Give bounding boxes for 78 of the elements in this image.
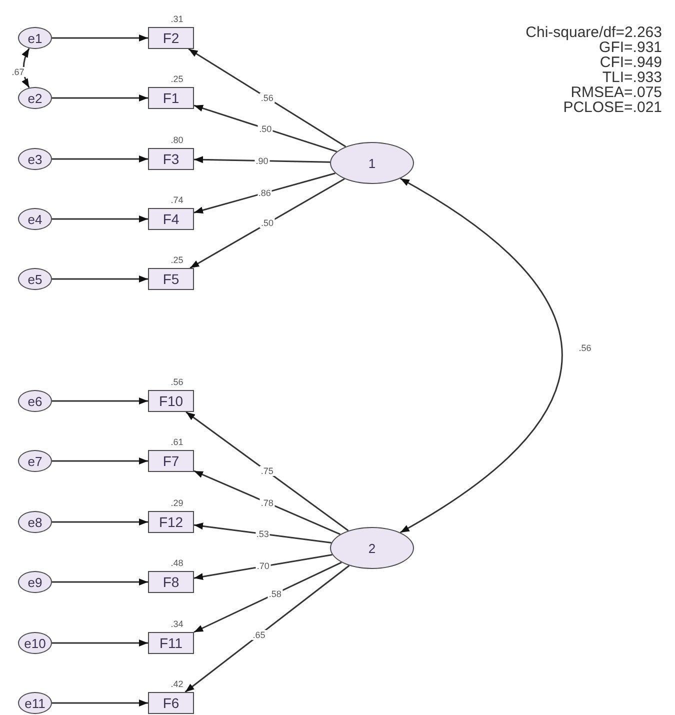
arrow xyxy=(188,48,346,148)
arrow xyxy=(194,172,336,214)
arrow xyxy=(52,276,148,282)
error-term-circle: e4 xyxy=(18,208,52,230)
observed-variable-box: F12 xyxy=(148,511,194,533)
error-term-circle: e8 xyxy=(18,511,52,533)
r-squared-value: .29 xyxy=(170,498,184,508)
fit-statistic: TLI=.933 xyxy=(602,70,662,85)
fit-statistic: GFI=.931 xyxy=(599,40,662,55)
edge-label: .90 xyxy=(254,156,270,166)
edge-label: .86 xyxy=(257,188,272,198)
fit-statistic: RMSEA=.075 xyxy=(570,85,662,100)
edge-label: .56 xyxy=(260,92,274,103)
arrow xyxy=(400,178,563,534)
edge-label: .75 xyxy=(260,466,274,476)
observed-variable-box: F8 xyxy=(148,571,194,593)
arrow xyxy=(190,178,345,269)
edge-label: .78 xyxy=(260,498,274,508)
edge-label: .50 xyxy=(258,124,273,134)
observed-variable-box: F4 xyxy=(148,208,194,230)
arrow xyxy=(52,700,148,706)
arrow xyxy=(52,156,148,162)
r-squared-value: .61 xyxy=(170,437,184,447)
arrow xyxy=(52,398,148,404)
r-squared-value: .25 xyxy=(170,255,184,265)
error-term-circle: e11 xyxy=(18,692,52,714)
arrow xyxy=(194,104,337,152)
arrow xyxy=(22,48,30,88)
error-term-circle: e6 xyxy=(18,390,52,412)
observed-variable-box: F3 xyxy=(148,148,194,170)
arrow xyxy=(52,640,148,646)
observed-variable-box: F1 xyxy=(148,87,194,109)
error-term-circle: e5 xyxy=(18,268,52,290)
arrow xyxy=(52,94,148,102)
arrow xyxy=(194,470,341,535)
arrow xyxy=(52,216,148,222)
r-squared-value: .25 xyxy=(170,74,184,84)
arrow xyxy=(184,565,350,693)
observed-variable-box: F11 xyxy=(148,632,194,654)
edge-label: .67 xyxy=(10,67,26,77)
observed-variable-box: F6 xyxy=(148,692,194,714)
edge-label: .70 xyxy=(256,561,270,572)
observed-variable-box: F7 xyxy=(148,450,194,472)
observed-variable-box: F5 xyxy=(148,268,194,290)
error-term-circle: e1 xyxy=(18,27,52,49)
fit-statistic: Chi-square/df=2.263 xyxy=(526,25,662,40)
arrow xyxy=(194,562,342,633)
latent-factor-ellipse: 1 xyxy=(330,142,414,184)
observed-variable-box: F2 xyxy=(148,27,194,49)
r-squared-value: .56 xyxy=(170,377,184,387)
edge-label: .65 xyxy=(252,630,266,640)
arrow xyxy=(194,522,332,544)
r-squared-value: .80 xyxy=(170,135,184,145)
r-squared-value: .74 xyxy=(170,195,184,205)
error-term-circle: e3 xyxy=(18,148,52,170)
edge-label: .53 xyxy=(255,528,270,539)
latent-factor-ellipse: 2 xyxy=(330,527,414,569)
edge-label: .56 xyxy=(578,343,592,353)
observed-variable-box: F10 xyxy=(148,390,194,412)
r-squared-value: .31 xyxy=(170,14,184,24)
error-term-circle: e2 xyxy=(18,87,52,109)
r-squared-value: .42 xyxy=(170,679,184,689)
fit-statistic: PCLOSE=.021 xyxy=(563,100,662,115)
fit-statistic: CFI=.949 xyxy=(600,55,662,70)
r-squared-value: .48 xyxy=(170,558,184,568)
error-term-circle: e9 xyxy=(18,571,52,593)
error-term-circle: e7 xyxy=(18,450,52,472)
arrow xyxy=(186,411,349,532)
edge-label: .50 xyxy=(260,218,275,228)
arrow xyxy=(52,34,148,42)
r-squared-value: .34 xyxy=(170,619,184,629)
arrow xyxy=(194,554,332,580)
arrow xyxy=(52,578,148,586)
error-term-circle: e10 xyxy=(18,632,52,654)
edge-label: .58 xyxy=(268,588,282,599)
arrow xyxy=(194,156,330,164)
arrow xyxy=(52,458,148,464)
arrow xyxy=(52,518,148,526)
